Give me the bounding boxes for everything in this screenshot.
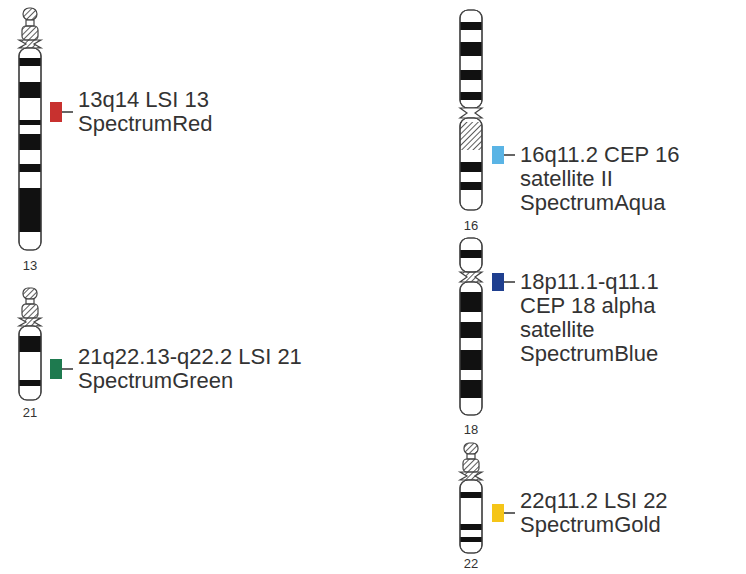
probe-label: 21q22.13-q22.2 LSI 21 SpectrumGreen [78, 345, 310, 393]
p-arm [22, 26, 38, 40]
leader-line [504, 154, 515, 156]
chromosome-number: 16 [456, 218, 486, 233]
chromosome-16 [460, 10, 482, 210]
p-arm-outline [460, 10, 482, 108]
band [19, 188, 41, 232]
band [460, 492, 482, 498]
q-arm-outline [19, 326, 41, 400]
probe-mark [492, 504, 504, 522]
chromosome-number: 21 [15, 405, 45, 420]
probe-label: 18p11.1-q11.1 CEP 18 alpha satellite Spe… [520, 270, 680, 366]
probe-label: 16q11.2 CEP 16 satellite II SpectrumAqua [520, 143, 716, 215]
q-arm-outline [19, 48, 41, 250]
bands [19, 58, 41, 232]
q-arm [460, 282, 482, 415]
band [460, 250, 482, 258]
band [460, 537, 482, 542]
band [460, 162, 482, 172]
leader-line [504, 281, 515, 283]
chromosome-number: 22 [456, 556, 486, 571]
bands [460, 292, 482, 398]
band [460, 22, 482, 30]
band [460, 92, 482, 100]
q-arm-outline [460, 282, 482, 415]
chromosome-number: 18 [456, 422, 486, 437]
centromere [19, 318, 41, 326]
band [19, 134, 41, 150]
satellite [23, 8, 37, 20]
q-arm-outline [460, 480, 482, 553]
leader-line [504, 512, 515, 514]
band [460, 322, 482, 338]
band [460, 380, 482, 398]
band [460, 70, 482, 80]
q-arm [19, 326, 41, 400]
satellite [464, 443, 478, 454]
stalk [26, 20, 34, 26]
q-arm [460, 118, 482, 210]
bands [19, 336, 41, 386]
band [19, 164, 41, 172]
centromere [460, 272, 482, 282]
stalk [26, 299, 34, 304]
probe-mark [50, 359, 62, 379]
chromosome-13 [19, 8, 41, 250]
bands [460, 250, 482, 258]
probe-mark [492, 146, 504, 164]
chromosome-number: 13 [15, 258, 45, 273]
p-arm [463, 459, 479, 472]
q-arm [460, 480, 482, 553]
stalk [467, 454, 475, 459]
chromosome-22 [460, 443, 482, 553]
band [460, 42, 482, 56]
band [19, 380, 41, 386]
band [19, 58, 41, 66]
centromere [460, 108, 482, 118]
centromere [460, 472, 482, 480]
band [460, 524, 482, 530]
satellite [23, 288, 37, 299]
chromosome-18 [460, 238, 482, 415]
probe-label: 13q14 LSI 13 SpectrumRed [78, 88, 228, 136]
probe-mark [492, 273, 504, 291]
bands [460, 492, 482, 542]
p-arm-outline [460, 238, 482, 272]
q-arm-outline [460, 118, 482, 210]
heterochromatin [460, 122, 482, 150]
leader-line [62, 111, 73, 113]
p-arm [460, 10, 482, 108]
band [460, 292, 482, 312]
probe-label: 22q11.2 LSI 22 SpectrumGold [520, 489, 702, 537]
band [19, 120, 41, 125]
p-arm [460, 238, 482, 272]
q-arm [19, 48, 41, 250]
probe-mark [50, 102, 62, 122]
p-arm [22, 304, 38, 318]
bands [460, 162, 482, 190]
bands [460, 22, 482, 100]
leader-line [62, 368, 73, 370]
chromosome-21 [19, 288, 41, 400]
centromere [19, 40, 41, 48]
band [460, 350, 482, 370]
band [19, 82, 41, 98]
band [460, 182, 482, 190]
band [19, 336, 41, 352]
